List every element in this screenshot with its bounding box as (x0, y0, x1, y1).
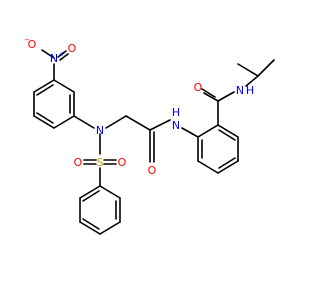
amide-nh-lower-h-label: H (172, 106, 180, 119)
bond (245, 75, 259, 87)
bond (217, 91, 235, 102)
bond (36, 112, 54, 124)
bond (57, 50, 67, 58)
bond (149, 119, 171, 131)
bond (125, 115, 151, 131)
bond (59, 53, 69, 61)
bond (79, 185, 101, 199)
bond (197, 160, 219, 174)
bond (53, 115, 75, 129)
bond (41, 49, 55, 59)
bond (33, 79, 55, 93)
bond (257, 59, 275, 77)
nitro-nitrogen-label: N (50, 52, 58, 65)
amide-oxygen-lower-label: O (148, 164, 157, 177)
amide-nh-lower-n-label: N (172, 119, 180, 132)
sulfonyl-sulfur-label: S (97, 156, 104, 169)
bond (99, 185, 121, 199)
nitro-oxygen-label: O (28, 38, 37, 51)
bond (181, 127, 199, 138)
bond (237, 63, 259, 77)
bond (99, 221, 121, 235)
nitro-nitrogen-charge: + (59, 50, 65, 58)
bond (105, 115, 127, 129)
bond (217, 124, 239, 138)
bond (73, 115, 95, 129)
sulfonyl-oxygen-left-label: O (74, 156, 83, 169)
bond (217, 160, 239, 174)
bond (218, 157, 236, 169)
bond (79, 221, 101, 235)
nitro-double-oxygen-label: O (68, 42, 77, 55)
molecule-diagram: O − N + O N S O O O H N O N H (24, 36, 275, 235)
bond (201, 88, 216, 98)
bond (36, 84, 54, 96)
amide-nh-upper-n-label: N (236, 84, 244, 97)
bond (197, 124, 219, 138)
amide-oxygen-upper-label: O (194, 81, 203, 94)
bond (53, 79, 75, 93)
bond (203, 92, 219, 102)
amide-nh-upper-h-label: H (246, 84, 254, 97)
bond (33, 115, 55, 129)
sulfonyl-oxygen-right-label: O (118, 156, 127, 169)
bonds (33, 49, 275, 235)
bond (218, 129, 236, 141)
bond (82, 190, 100, 202)
sulfonamide-nitrogen-label: N (96, 124, 104, 137)
nitro-oxygen-charge: − (24, 36, 30, 44)
bond (82, 218, 100, 230)
atom-labels: O − N + O N S O O O H N O N H (24, 36, 254, 177)
